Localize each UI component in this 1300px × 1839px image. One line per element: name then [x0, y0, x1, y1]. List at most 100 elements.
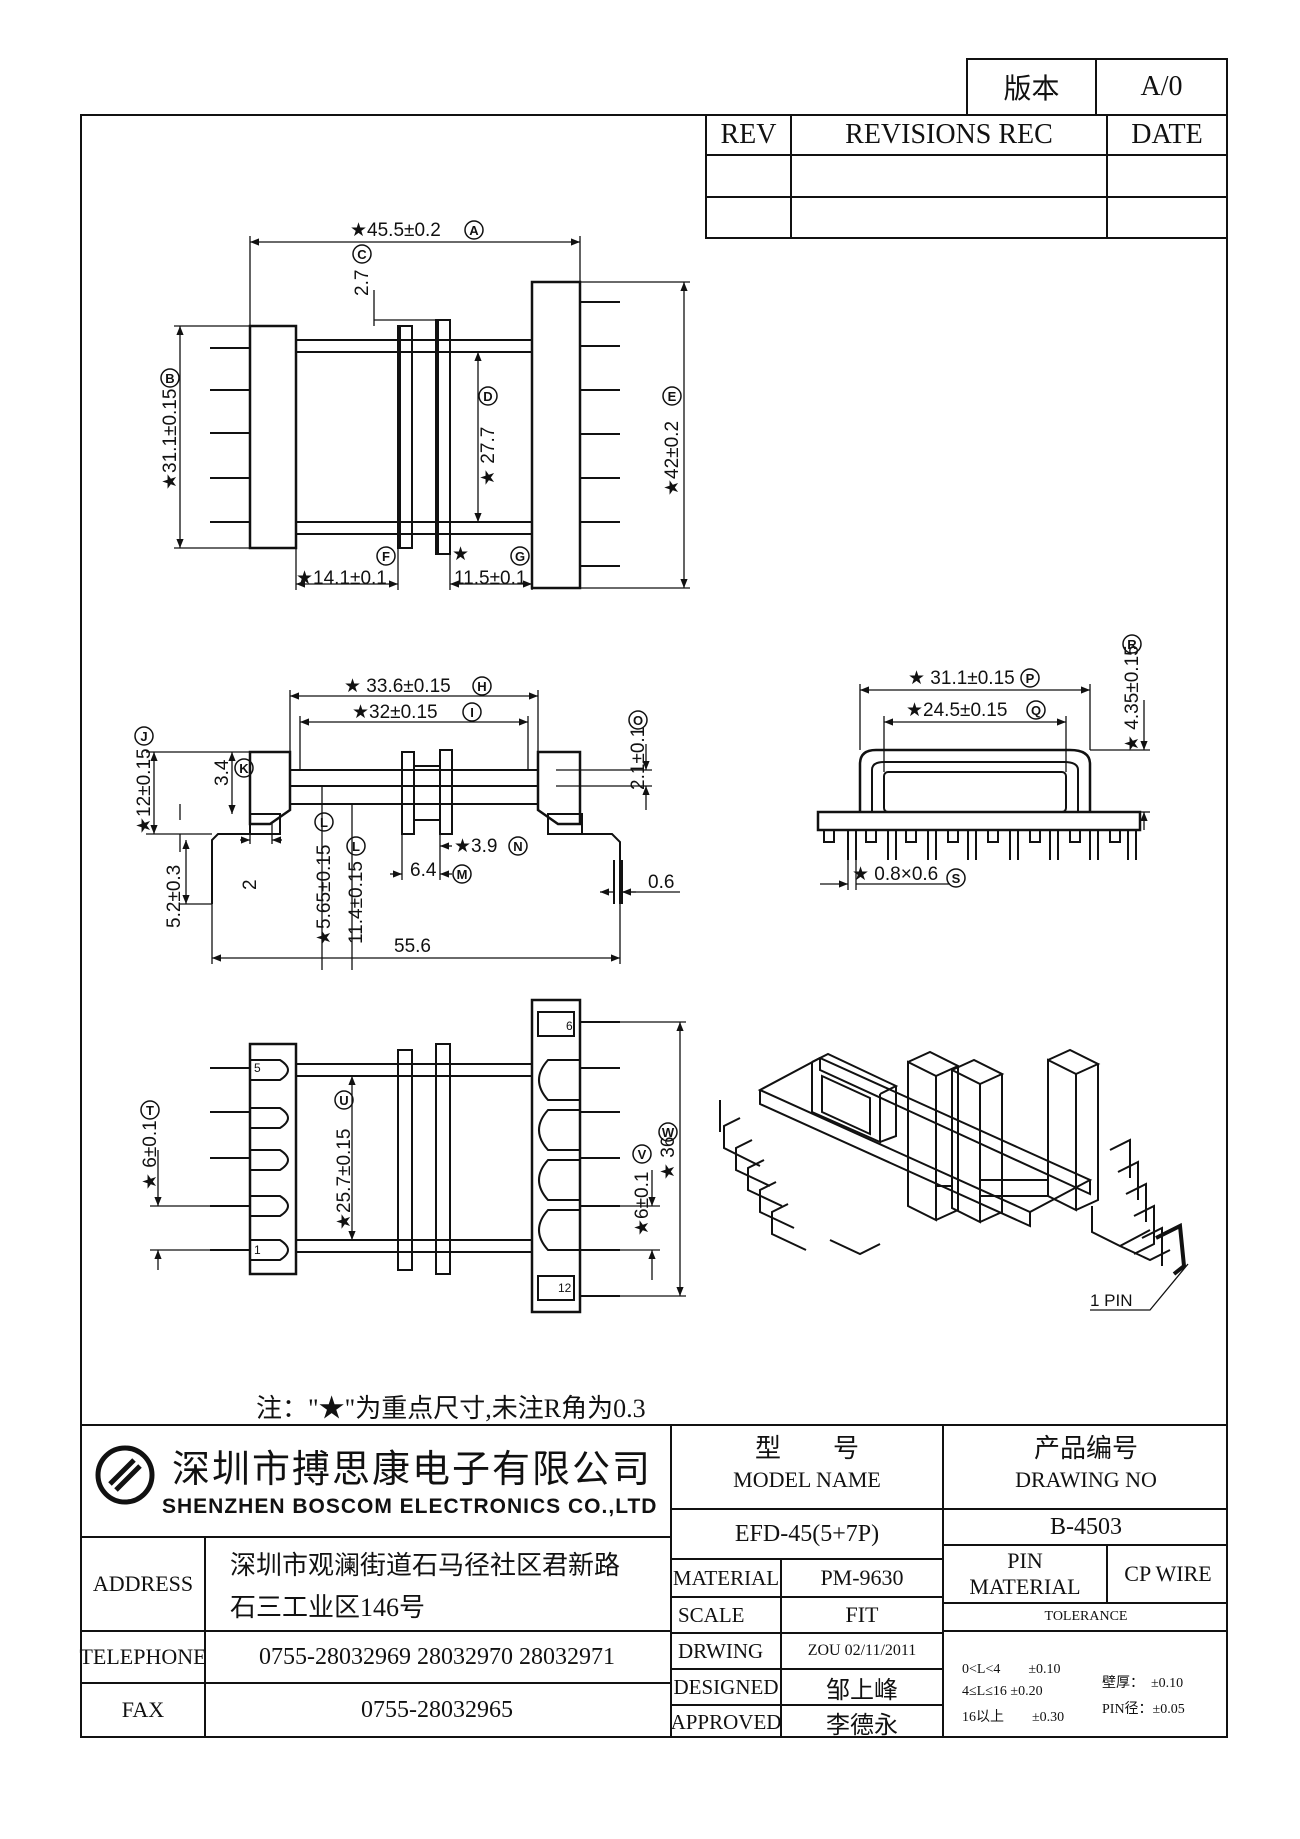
dim-S: ★ 0.8×0.6 — [852, 864, 938, 885]
approved-label: APPROVED — [670, 1709, 782, 1734]
tolerance-row-2: 4≤L≤16 ±0.20 — [962, 1684, 1043, 1699]
version-value: A/0 — [1140, 71, 1183, 102]
material-value: PM-9630 — [820, 1565, 904, 1590]
tb-line-tolerance — [942, 1630, 1228, 1632]
dim-55.6: 55.6 — [394, 936, 431, 957]
dim-I: ★32±0.15 — [352, 702, 438, 723]
tb-col-sub — [780, 1558, 782, 1738]
dim-Q: ★24.5±0.15 — [906, 700, 1007, 721]
ref-A: A — [469, 223, 479, 238]
designed-value: 邹上峰 — [826, 1677, 898, 1704]
ref-U: U — [339, 1093, 348, 1108]
dim-P: ★ 31.1±0.15 — [908, 668, 1015, 689]
drawing-no-cn: 产品编号 — [1033, 1433, 1138, 1463]
drwing-label: DRWING — [678, 1638, 764, 1663]
tb-line-model — [670, 1558, 942, 1560]
ref-O: O — [633, 713, 643, 728]
tolerance-pin: PIN径：±0.05 — [1102, 1702, 1185, 1717]
iso-pin1-label: 1 PIN — [1090, 1291, 1133, 1310]
ref-K: K — [239, 761, 249, 776]
tb-line-material — [670, 1596, 942, 1598]
ref-V: V — [638, 1147, 647, 1162]
scale-label: SCALE — [678, 1602, 745, 1627]
tb-line-drawingno — [942, 1544, 1228, 1546]
rev-header: REV — [720, 119, 777, 150]
pin-material-label: MATERIAL — [969, 1574, 1081, 1599]
version-divider — [1095, 58, 1097, 116]
dim-G-star: ★ — [452, 544, 469, 565]
pin-label-12: 12 — [558, 1281, 572, 1295]
top-view — [174, 236, 690, 590]
drwing-value: ZOU 02/11/2011 — [807, 1642, 917, 1659]
model-name-cn: 型 号 — [754, 1433, 859, 1463]
material-label: MATERIAL — [672, 1565, 780, 1590]
dim-M: 6.4 — [410, 860, 437, 881]
dim-H: ★ 33.6±0.15 — [344, 676, 451, 697]
date-header: DATE — [1131, 119, 1203, 150]
tb-line-company — [80, 1536, 670, 1538]
tb-line-pin — [942, 1602, 1228, 1604]
tolerance-title: TOLERANCE — [1044, 1609, 1128, 1624]
tb-line-drwing — [670, 1668, 942, 1670]
drawing-no-en: DRAWING NO — [1015, 1467, 1157, 1492]
dim-F: ★14.1±0.1 — [296, 568, 387, 589]
dim-K: 3.4 — [212, 759, 233, 786]
dim-E: ★42±0.2 — [662, 421, 683, 496]
designed-label: DESIGNED — [673, 1674, 779, 1699]
ref-F: F — [382, 549, 390, 564]
ref-E: E — [668, 389, 677, 404]
address-line2: 石三工业区146号 — [230, 1592, 426, 1622]
tolerance-row-3: 16以上 ±0.30 — [962, 1710, 1065, 1725]
ref-M: M — [457, 867, 468, 882]
ref-Q: Q — [1031, 703, 1041, 718]
ref-N: N — [513, 839, 522, 854]
dim-0.6: 0.6 — [648, 872, 674, 893]
company-logo — [94, 1444, 156, 1506]
ref-B: B — [165, 371, 174, 386]
dim-D: ★ 27.7 — [478, 427, 499, 486]
end-view — [816, 684, 1150, 890]
version-label: 版本 — [1003, 74, 1060, 105]
model-value: EFD-45(5+7P) — [734, 1520, 880, 1547]
fax-label: FAX — [121, 1697, 165, 1722]
company-name-cn: 深圳市搏思康电子有限公司 — [172, 1448, 653, 1491]
rev-col-1 — [790, 114, 792, 239]
dim-N: ★3.9 — [454, 836, 497, 857]
tb-col-label — [204, 1536, 206, 1738]
ref-C: C — [357, 247, 367, 262]
rev-line-2 — [705, 196, 1228, 198]
dim-W: ★ 36 — [658, 1137, 679, 1180]
dim-L2: 11.4±0.15 — [346, 861, 367, 944]
telephone-value: 0755-28032969 28032970 28032971 — [259, 1643, 615, 1670]
address-label: ADDRESS — [92, 1571, 194, 1596]
dim-5.2: 5.2±0.3 — [164, 865, 185, 928]
tb-line-tel — [80, 1682, 670, 1684]
revisions-table — [705, 114, 1228, 239]
dim-U: ★25.7±0.15 — [334, 1129, 355, 1230]
company-name-en: SHENZHEN BOSCOM ELECTRONICS CO.,LTD — [162, 1495, 658, 1518]
dim-B: ★31.1±0.15 — [160, 389, 181, 490]
tb-col-main — [670, 1424, 672, 1738]
ref-G: G — [515, 549, 525, 564]
address-line1: 深圳市观澜街道石马径社区君新路 — [230, 1550, 621, 1580]
tb-line-designed — [670, 1704, 942, 1706]
revisions-rec-header: REVISIONS REC — [845, 119, 1053, 150]
tb-line-headers — [670, 1508, 1228, 1510]
ref-I: I — [470, 705, 474, 720]
rev-line-1 — [705, 154, 1228, 156]
titleblock-top — [80, 1424, 1228, 1426]
ref-W: W — [662, 1125, 675, 1140]
approved-value: 李德永 — [826, 1712, 898, 1739]
ref-L1: L — [320, 815, 328, 830]
dim-V: ★6±0.1 — [632, 1172, 653, 1236]
tolerance-row-1: 0<L<4 ±0.10 — [962, 1662, 1061, 1677]
ref-S: S — [952, 871, 961, 886]
ref-P: P — [1026, 671, 1035, 686]
isometric-view — [719, 1048, 1189, 1311]
dim-2: 2 — [240, 879, 261, 890]
ref-H: H — [477, 679, 486, 694]
dim-J: ★12±0.15 — [134, 748, 155, 834]
drawing-frame — [80, 114, 1228, 1738]
dim-O: 2.1±0.1 — [628, 727, 649, 790]
dim-R: ★ 4.35±0.15 — [1122, 645, 1143, 752]
